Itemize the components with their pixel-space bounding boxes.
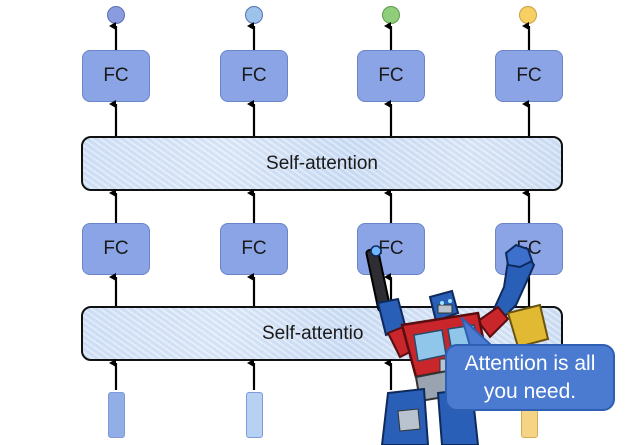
fc-label: FC <box>516 65 542 86</box>
fc-label: FC <box>378 65 404 86</box>
robot-background-yellow <box>506 303 550 349</box>
fc-label: FC <box>103 238 129 259</box>
input-vector-1 <box>108 392 125 438</box>
input-vector-2 <box>246 392 263 438</box>
fc-label: FC <box>103 65 129 86</box>
speech-bubble-text: Attention is all you need. <box>464 351 596 403</box>
self-attention-label: Self-attentio <box>262 322 364 344</box>
fc-label: FC <box>378 238 404 259</box>
output-circle-1 <box>107 6 125 24</box>
fc-top-2: FC <box>220 50 288 102</box>
fc-label: FC <box>241 238 267 259</box>
fc-label: FC <box>241 65 267 86</box>
output-circle-3 <box>382 6 400 24</box>
fc-top-4: FC <box>495 50 563 102</box>
self-attention-top: Self-attention <box>81 136 563 191</box>
self-attention-label: Self-attention <box>266 152 378 174</box>
robot-right-arm <box>476 243 536 339</box>
fc-top-3: FC <box>357 50 425 102</box>
fc-top-1: FC <box>82 50 150 102</box>
speech-bubble: Attention is all you need. <box>445 344 615 411</box>
fc-bottom-2: FC <box>220 223 288 275</box>
output-circle-2 <box>245 6 263 24</box>
connector-arrows <box>109 22 531 390</box>
fc-bottom-1: FC <box>82 223 150 275</box>
robot-head <box>428 289 460 323</box>
